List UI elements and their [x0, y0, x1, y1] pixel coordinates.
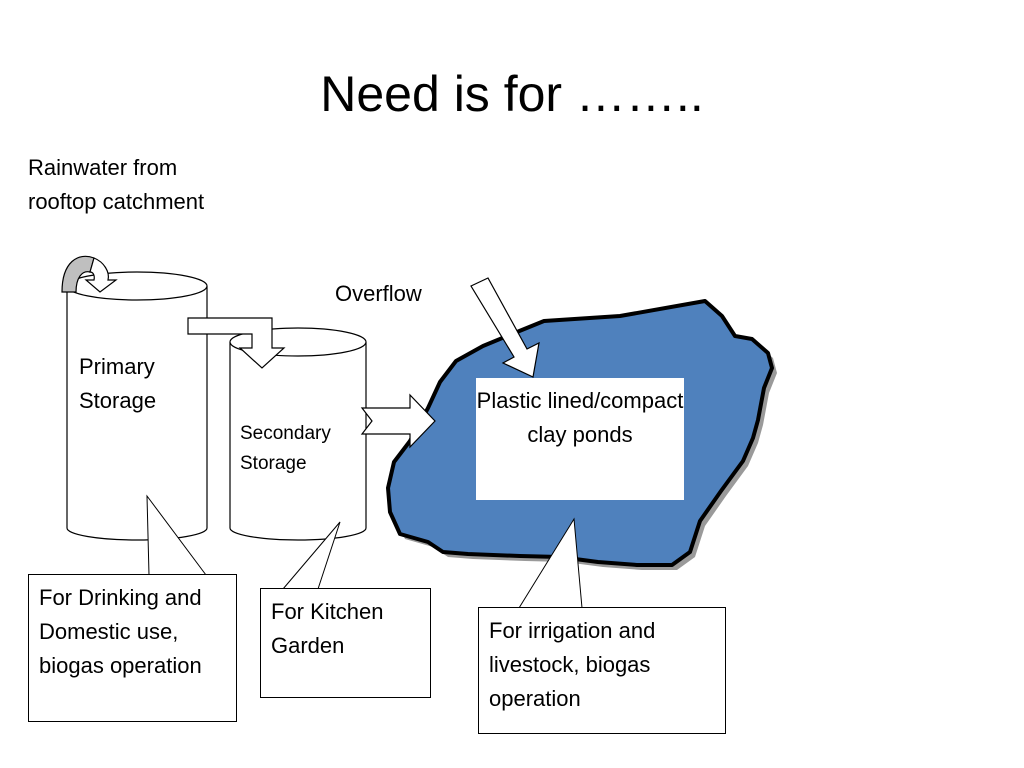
primary-storage-label: Primary Storage — [79, 354, 157, 413]
overflow-label: Overflow — [335, 281, 422, 306]
block-arrow-icon — [360, 393, 436, 449]
callout-pointer — [146, 494, 207, 576]
curved-arrow-icon — [61, 255, 118, 293]
callout-pointer — [518, 517, 583, 609]
callout-drinking-domestic: For Drinking and Domestic use, biogas op… — [28, 574, 237, 722]
callout-kitchen-garden: For Kitchen Garden — [260, 588, 431, 698]
secondary-storage-label: Secondary Storage — [240, 423, 331, 474]
block-arrow-icon — [470, 277, 540, 378]
block-arrow-icon — [187, 317, 286, 369]
callout-irrigation-livestock: For irrigation and livestock, biogas ope… — [478, 607, 726, 734]
callout-pointer — [282, 521, 341, 590]
pond-label: Plastic lined/compact clay ponds — [476, 378, 684, 500]
rainwater-label: Rainwater from rooftop catchment — [28, 155, 205, 214]
slide-title: Need is for …….. — [320, 66, 704, 122]
